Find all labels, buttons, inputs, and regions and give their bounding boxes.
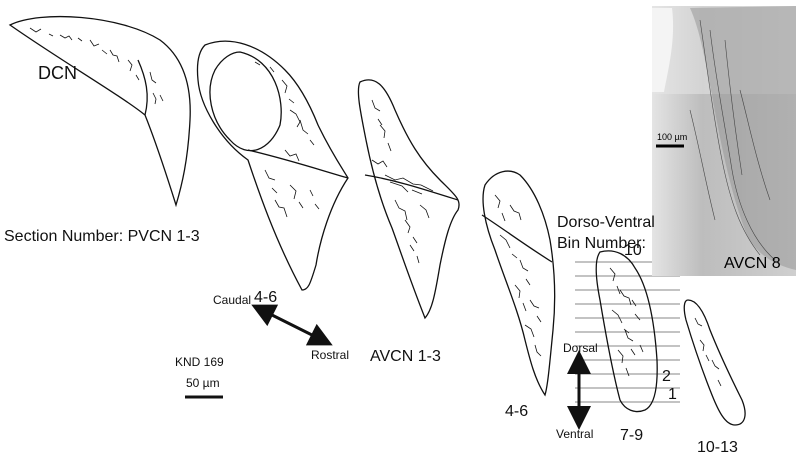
photo-inset xyxy=(652,6,796,276)
label-scalebar-main: 50 µm xyxy=(186,376,220,390)
section-avcn-1-3 xyxy=(357,79,460,320)
label-rostral: Rostral xyxy=(311,348,350,362)
label-avcn-4-6: 4-6 xyxy=(505,403,529,420)
label-bin-title-2: Bin Number: xyxy=(557,235,646,252)
label-avcn-1-3: AVCN 1-3 xyxy=(370,348,441,365)
label-photo-scalebar: 100 µm xyxy=(657,132,688,142)
label-bin-10: 10 xyxy=(624,242,642,259)
caudal-rostral-arrow xyxy=(251,304,333,346)
section-dcn xyxy=(8,15,191,208)
label-section-number: Section Number: PVCN 1-3 xyxy=(4,228,200,245)
label-ventral: Ventral xyxy=(556,427,594,441)
label-animal-id: KND 169 xyxy=(175,355,224,369)
section-pvcn-4-6 xyxy=(196,40,349,291)
label-bin-2: 2 xyxy=(662,368,671,385)
label-photo: AVCN 8 xyxy=(724,255,781,272)
section-avcn-10-13 xyxy=(683,299,746,426)
label-caudal: Caudal xyxy=(213,293,252,307)
label-dorsal: Dorsal xyxy=(563,341,598,355)
label-bin-title-1: Dorso-Ventral xyxy=(557,214,655,231)
label-bin-1: 1 xyxy=(668,386,677,403)
label-dcn: DCN xyxy=(38,63,77,83)
label-avcn-7-9: 7-9 xyxy=(620,427,644,444)
label-avcn-10-13: 10-13 xyxy=(697,439,738,456)
label-pvcn-4-6: 4-6 xyxy=(254,289,278,306)
section-avcn-4-6 xyxy=(481,170,556,397)
